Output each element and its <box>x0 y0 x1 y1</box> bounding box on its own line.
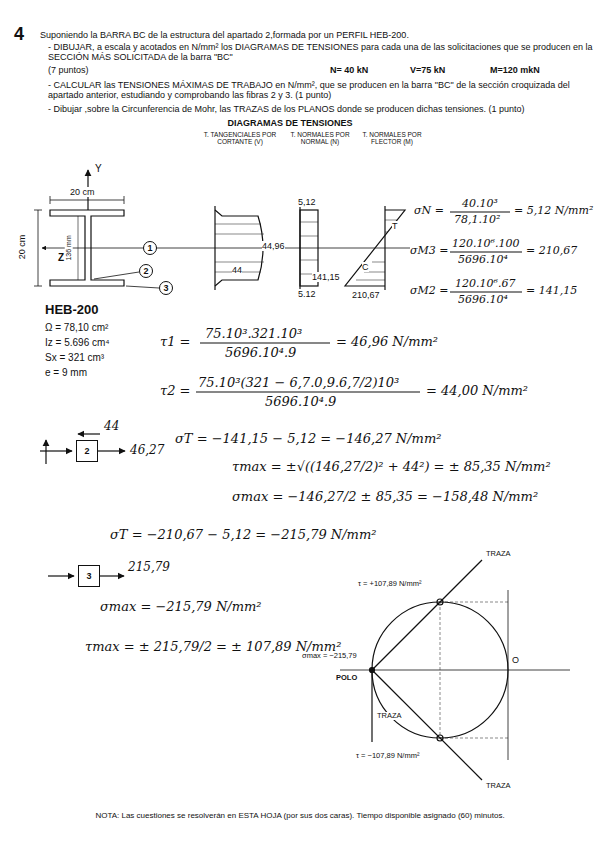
label: 5,12 <box>298 197 316 207</box>
label: 215,79 <box>128 561 170 574</box>
label: Z <box>58 252 64 263</box>
label: (7 puntos) <box>48 65 89 75</box>
stress-element: 3 <box>78 565 100 587</box>
label: 120.10⁶.67 <box>455 278 515 290</box>
label: 5696.10⁴ <box>458 294 508 306</box>
label: 5696.10⁴ <box>458 254 508 266</box>
label: 75.10³.321.10³ <box>205 327 302 342</box>
label: = 5,12 N/mm² <box>514 205 593 217</box>
label: 44 <box>104 420 119 433</box>
label: POLO <box>336 674 357 682</box>
label: τ2 = <box>160 384 191 399</box>
label: - Dibujar ,sobre la Circunferencia de Mo… <box>48 104 593 114</box>
label: T. NORMALES POR FLECTOR (M) <box>356 131 428 146</box>
label: TRAZA <box>377 712 402 720</box>
label: σmax = −215,79 <box>302 652 357 660</box>
label: = 46,96 N/mm² <box>336 335 438 350</box>
label: Suponiendo la BARRA BC de la estructura … <box>40 30 570 40</box>
label: T <box>392 221 398 231</box>
label: σmax = −146,27/2 ± 85,35 = −158,48 N/mm² <box>232 490 538 505</box>
label: 210,67 <box>352 290 380 300</box>
label: 75.10³(321 − 6,7.0,9.6,7/2)10³ <box>198 376 399 391</box>
label: = 141,15 <box>526 285 577 297</box>
label: DIAGRAMAS DE TENSIONES <box>190 118 390 128</box>
label: 20 cm <box>17 235 27 260</box>
label: O <box>512 655 519 665</box>
label: 5696.10⁴.9 <box>225 346 296 361</box>
label: - CALCULAR las TENSIONES MÁXIMAS DE TRAB… <box>48 80 593 100</box>
label: σM3 = <box>410 245 448 257</box>
label: e = 9 mm <box>45 367 87 378</box>
node-text: 2 <box>84 446 89 456</box>
callout-circle: 1 <box>143 241 157 255</box>
label: σT = −141,15 − 5,12 = −146,27 N/mm² <box>175 432 441 447</box>
label: τ1 = <box>160 335 191 350</box>
label: TRAZA <box>486 550 511 558</box>
label: 44,96 <box>262 241 285 251</box>
label: 5.12 <box>298 289 316 299</box>
node-text: 2 <box>143 266 148 276</box>
label: 120.10⁶.100 <box>452 238 519 250</box>
label: τ = −107,89 N/mm² <box>356 752 419 760</box>
label: = 44,00 N/mm² <box>426 384 528 399</box>
label: 40.10³ <box>462 198 498 210</box>
label: 141,15 <box>312 272 340 282</box>
label: - DIBUJAR, a escala y acotados en N/mm² … <box>48 42 593 62</box>
callout-circle: 2 <box>139 264 153 278</box>
label: Iz = 5.696 cm⁴ <box>45 337 110 348</box>
label: τ = +107,89 N/mm² <box>358 580 421 588</box>
label: Ω = 78,10 cm² <box>45 322 108 333</box>
label: σM2 = <box>410 285 448 297</box>
label: 4 <box>14 24 24 44</box>
label: 20 cm <box>70 187 95 197</box>
label: C <box>362 262 369 272</box>
label: 5696.10⁴.9 <box>265 395 336 410</box>
node-text: 3 <box>86 571 91 581</box>
label: τmax = ±√((146,27/2)² + 44²) = ± 85,35 N… <box>232 460 551 475</box>
label: σT = −210,67 − 5,12 = −215,79 N/mm² <box>110 528 376 543</box>
label: 44 <box>232 265 242 275</box>
label: σmax = −215,79 N/mm² <box>100 600 262 615</box>
label: σN = <box>414 205 444 217</box>
label: TRAZA <box>486 782 511 790</box>
label: V=75 kN <box>410 65 445 75</box>
stress-element: 2 <box>76 440 98 462</box>
label: HEB-200 <box>45 303 98 318</box>
label: T. TANGENCIALES POR CORTANTE (V) <box>200 131 280 146</box>
node-text: 1 <box>147 243 152 253</box>
label: T. NORMALES POR NORMAL (N) <box>288 131 352 146</box>
label: 136 mm <box>65 235 73 260</box>
label: 78,1.10² <box>454 214 500 226</box>
label: = 210,67 <box>526 245 577 257</box>
node-text: 3 <box>163 283 168 293</box>
label: Sx = 321 cm³ <box>45 352 104 363</box>
label: M=120 mkN <box>490 65 540 75</box>
callout-circle: 3 <box>159 281 173 295</box>
label: NOTA: Las cuestiones se resolverán en ES… <box>30 812 570 821</box>
label: 46,27 <box>130 444 164 457</box>
label: Y <box>95 163 102 174</box>
label: N= 40 kN <box>330 65 368 75</box>
